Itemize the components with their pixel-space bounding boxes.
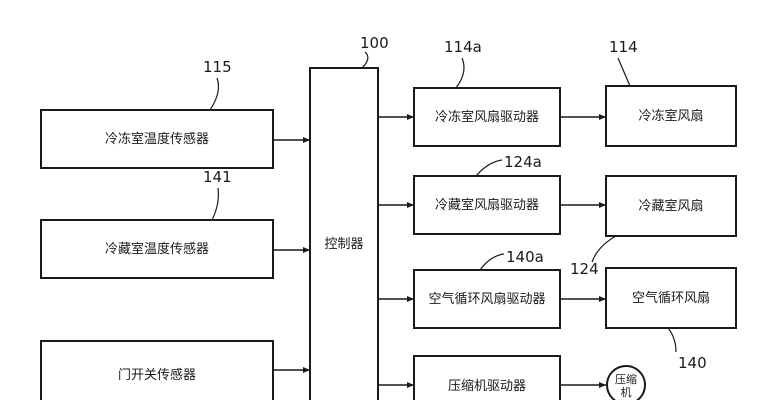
sensor-fridge-temp-box <box>40 219 274 279</box>
sensor-door-switch: 门开关传感器 <box>40 340 310 404</box>
driver-fridge-fan-leader <box>475 159 503 177</box>
output-fridge-fan-label: 冷藏室风扇 <box>638 198 703 214</box>
driver-air-circ-fan-leader <box>479 253 505 271</box>
output-air-circ-fan-box <box>605 267 737 329</box>
output-freezer-fan: 冷冻室风扇 114 <box>605 38 737 147</box>
output-fridge-fan: 冷藏室风扇 124 <box>570 175 737 278</box>
output-compressor-circle <box>606 365 646 404</box>
sensor-freezer-temp-label: 冷冻室温度传感器 <box>105 131 209 147</box>
driver-compressor-label: 压缩机驱动器 <box>448 378 526 394</box>
output-compressor: 压缩 机 <box>606 365 646 404</box>
driver-freezer-fan-leader <box>455 57 465 89</box>
controller-ref: 100 <box>360 34 389 52</box>
sensor-fridge-temp: 冷藏室温度传感器 141 <box>40 168 310 279</box>
output-air-circ-fan-label: 空气循环风扇 <box>632 290 710 306</box>
controller-box <box>309 67 379 404</box>
driver-freezer-fan-box <box>413 87 561 147</box>
driver-compressor-box <box>413 355 561 404</box>
sensor-door-switch-box <box>40 340 274 404</box>
sensor-freezer-temp-box <box>40 109 274 169</box>
output-freezer-fan-leader <box>617 57 631 87</box>
output-air-circ-fan-leader <box>667 327 677 353</box>
output-compressor-label-line1: 压缩 <box>615 373 637 386</box>
driver-freezer-fan: 冷冻室风扇驱动器 114a <box>378 38 606 147</box>
sensor-freezer-temp: 冷冻室温度传感器 115 <box>40 58 310 169</box>
sensor-door-switch-label: 门开关传感器 <box>118 367 196 383</box>
driver-fridge-fan-label: 冷藏室风扇驱动器 <box>435 197 539 213</box>
controller-label: 控制器 <box>324 237 363 252</box>
output-freezer-fan-label: 冷冻室风扇 <box>638 108 703 124</box>
driver-air-circ-fan-box <box>413 269 561 329</box>
output-fridge-fan-leader <box>591 235 617 263</box>
driver-freezer-fan-ref: 114a <box>444 38 482 56</box>
output-air-circ-fan: 空气循环风扇 140 <box>605 267 737 372</box>
driver-air-circ-fan-label: 空气循环风扇驱动器 <box>428 291 545 307</box>
output-fridge-fan-box <box>605 175 737 237</box>
driver-fridge-fan: 冷藏室风扇驱动器 124a <box>378 153 606 235</box>
controller-ref-leader <box>361 51 369 69</box>
sensor-freezer-temp-ref: 115 <box>203 58 232 76</box>
sensor-fridge-temp-label: 冷藏室温度传感器 <box>105 241 209 257</box>
driver-air-circ-fan: 空气循环风扇驱动器 140a <box>378 248 606 329</box>
output-freezer-fan-ref: 114 <box>609 38 638 56</box>
driver-compressor: 压缩机驱动器 <box>378 355 606 404</box>
controller-block: 控制器 100 <box>309 34 389 404</box>
driver-fridge-fan-box <box>413 175 561 235</box>
driver-air-circ-fan-ref: 140a <box>506 248 544 266</box>
output-air-circ-fan-ref: 140 <box>678 354 707 372</box>
sensor-fridge-temp-leader <box>211 187 219 221</box>
output-freezer-fan-box <box>605 85 737 147</box>
output-fridge-fan-ref: 124 <box>570 260 599 278</box>
sensor-fridge-temp-ref: 141 <box>203 168 232 186</box>
driver-freezer-fan-label: 冷冻室风扇驱动器 <box>435 109 539 125</box>
output-compressor-label-line2: 机 <box>621 385 632 399</box>
sensor-freezer-temp-leader <box>209 77 220 111</box>
driver-fridge-fan-ref: 124a <box>504 153 542 171</box>
